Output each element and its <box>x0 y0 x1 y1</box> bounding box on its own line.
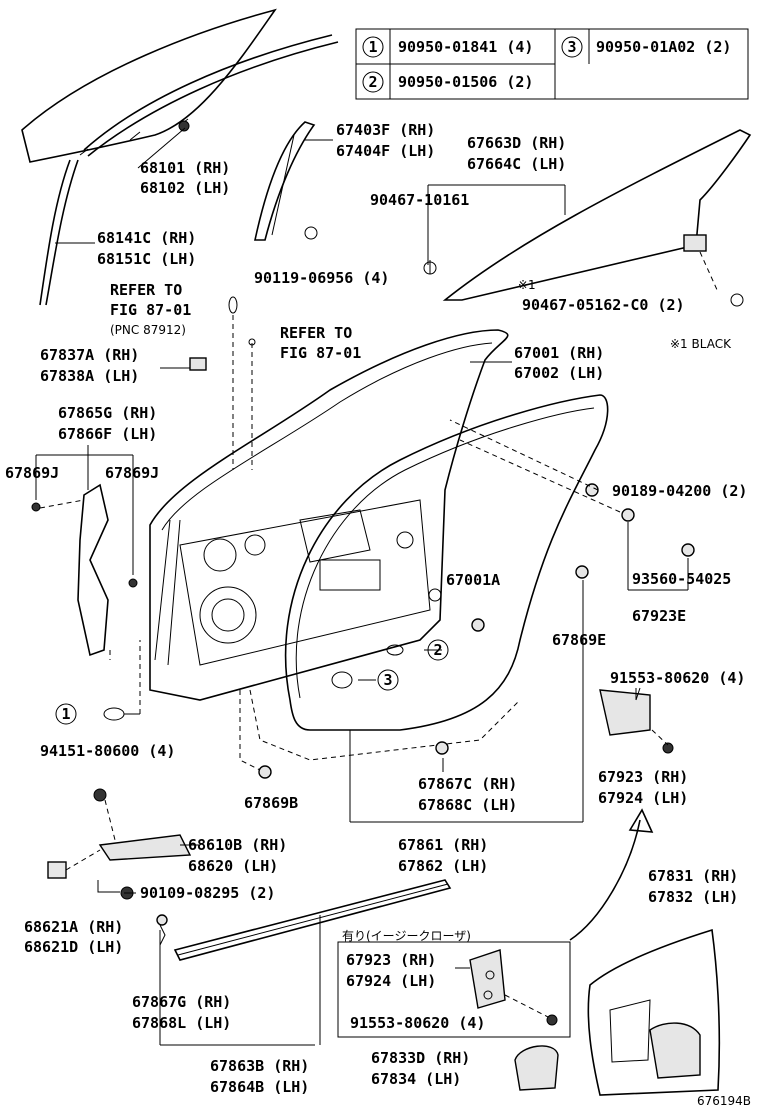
door-frame-trim-drawing <box>31 445 138 660</box>
label-67865g: 67865G (RH) <box>58 404 157 422</box>
label-68621d: 68621D (LH) <box>24 938 123 956</box>
label-note-1: ※1 <box>518 278 536 292</box>
label-67861: 67861 (RH) <box>398 836 488 854</box>
label-67404f: 67404F (LH) <box>336 142 435 160</box>
door-trim-panel-drawing <box>514 928 721 1096</box>
label-67001: 67001 (RH) <box>514 344 604 362</box>
label-67923: 67923 (RH) <box>598 768 688 786</box>
label-67867c: 67867C (RH) <box>418 775 517 793</box>
label-93560: 93560-54025 <box>632 570 731 588</box>
label-68620: 68620 (LH) <box>188 857 278 875</box>
label-90109: 90109-08295 (2) <box>140 884 275 902</box>
label-box-67923: 67923 (RH) <box>346 951 436 969</box>
label-67001a: 67001A <box>446 571 500 589</box>
label-67923e: 67923E <box>632 607 686 625</box>
legend-circle-2 <box>362 71 384 93</box>
refer-1-line-1: REFER TO <box>110 281 182 299</box>
belt-moulding-drawing <box>423 129 752 307</box>
label-90467-10161: 90467-10161 <box>370 191 469 209</box>
label-68151c: 68151C (LH) <box>97 250 196 268</box>
label-67869e: 67869E <box>552 631 606 649</box>
callout-circle-2 <box>427 639 449 661</box>
label-67868l: 67868L (LH) <box>132 1014 231 1032</box>
label-67863b: 67863B (RH) <box>210 1057 309 1075</box>
label-67868c: 67868C (LH) <box>418 796 517 814</box>
legend-circle-3 <box>561 36 583 58</box>
refer-2-line-1: REFER TO <box>280 324 352 342</box>
callout-circle-1 <box>55 703 77 725</box>
label-68141c: 68141C (RH) <box>97 229 196 247</box>
label-90189: 90189-04200 (2) <box>612 482 747 500</box>
label-91553-b: 91553-80620 (4) <box>350 1014 485 1032</box>
small-parts-drawing <box>47 296 695 1046</box>
label-67867g: 67867G (RH) <box>132 993 231 1011</box>
label-90119: 90119-06956 (4) <box>254 269 389 287</box>
legend-table: 1 90950-01841 (4) 3 90950-01A02 (2) 2 90… <box>355 28 749 100</box>
inset-box-title: 有り(イージークローザ) <box>342 929 471 943</box>
svg-text:2: 2 <box>368 73 377 91</box>
svg-text:1: 1 <box>368 38 377 56</box>
svg-text:1: 1 <box>61 705 70 723</box>
label-90467-05162: 90467-05162-C0 (2) <box>522 296 685 314</box>
label-67866f: 67866F (LH) <box>58 425 157 443</box>
door-belt-strip-drawing <box>173 879 452 1045</box>
label-67864b: 67864B (LH) <box>210 1078 309 1096</box>
legend-code-2: 90950-01506 (2) <box>398 73 533 91</box>
front-door-panel-drawing <box>149 329 509 701</box>
callout-circle-3 <box>377 669 399 691</box>
leader-lines <box>55 127 654 941</box>
legend-code-3: 90950-01A02 (2) <box>596 38 731 56</box>
label-67862: 67862 (LH) <box>398 857 488 875</box>
label-67837a: 67837A (RH) <box>40 346 139 364</box>
label-box-67924: 67924 (LH) <box>346 972 436 990</box>
label-67403f: 67403F (RH) <box>336 121 435 139</box>
label-94151: 94151-80600 (4) <box>40 742 175 760</box>
label-67002: 67002 (LH) <box>514 364 604 382</box>
label-67869j-left: 67869J <box>5 464 59 482</box>
label-67838a: 67838A (LH) <box>40 367 139 385</box>
label-67924: 67924 (LH) <box>598 789 688 807</box>
refer-2-line-2: FIG 87-01 <box>280 344 361 362</box>
svg-text:3: 3 <box>567 38 576 56</box>
label-67663d: 67663D (RH) <box>467 134 566 152</box>
part-labels: 68101 (RH) 68102 (LH) 67403F (RH) 67404F… <box>5 121 751 1108</box>
easy-closer-inset-box <box>337 941 571 1038</box>
label-67834: 67834 (LH) <box>371 1070 461 1088</box>
door-glass-drawing <box>21 8 339 306</box>
label-68102: 68102 (LH) <box>140 179 230 197</box>
label-67832: 67832 (LH) <box>648 888 738 906</box>
label-67664c: 67664C (LH) <box>467 155 566 173</box>
label-67831: 67831 (RH) <box>648 867 738 885</box>
label-68621a: 68621A (RH) <box>24 918 123 936</box>
legend-circle-1 <box>362 36 384 58</box>
label-68101: 68101 (RH) <box>140 159 230 177</box>
door-weatherstrip-drawing <box>249 394 609 761</box>
svg-text:3: 3 <box>383 671 392 689</box>
label-67869b: 67869B <box>244 794 298 812</box>
note-black: ※1 BLACK <box>670 337 732 351</box>
svg-text:2: 2 <box>433 641 442 659</box>
label-67833d: 67833D (RH) <box>371 1049 470 1067</box>
label-67869j-right: 67869J <box>105 464 159 482</box>
label-91553-a: 91553-80620 (4) <box>610 669 745 687</box>
legend-code-1: 90950-01841 (4) <box>398 38 533 56</box>
label-68610b: 68610B (RH) <box>188 836 287 854</box>
refer-1-line-3: (PNC 87912) <box>110 323 186 337</box>
refer-1-line-2: FIG 87-01 <box>110 301 191 319</box>
figure-number: 676194B <box>697 1094 751 1108</box>
